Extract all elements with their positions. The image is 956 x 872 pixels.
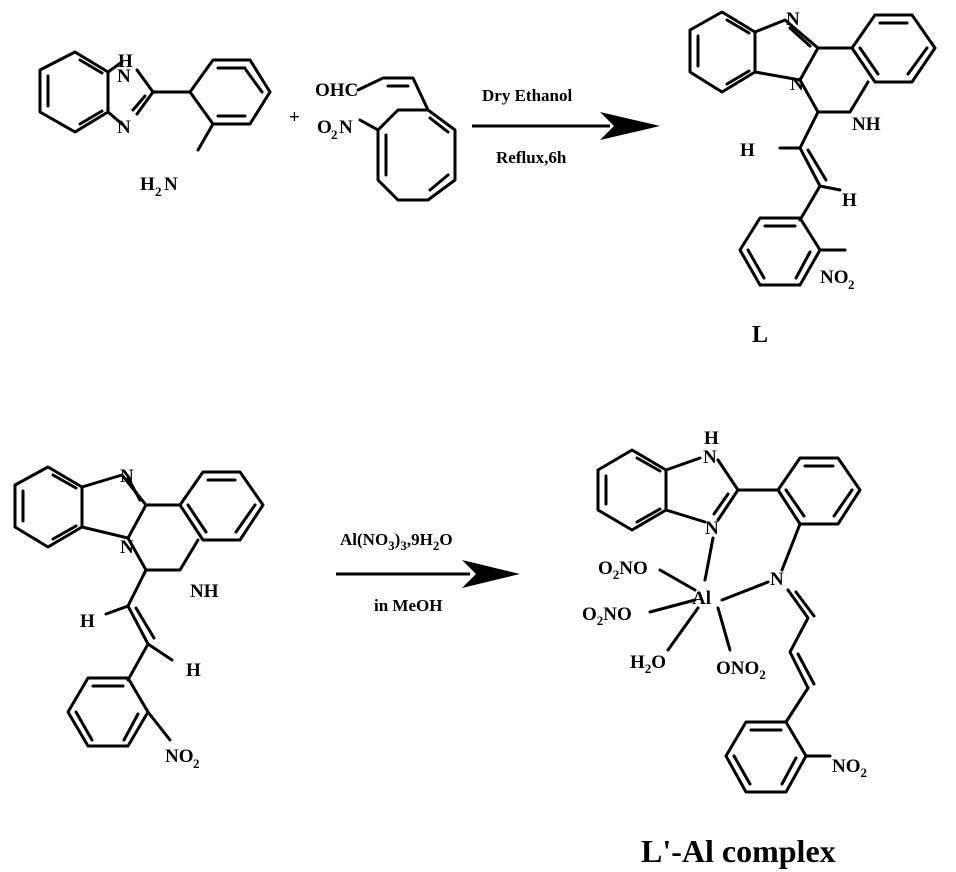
nitro-o-label: O: [317, 117, 332, 138]
product-L-h-right: H: [842, 190, 857, 211]
reactant-L-nh: NH: [190, 581, 219, 602]
complex-ligand-2: O2NO: [582, 604, 632, 628]
nh-n-label: N: [117, 66, 131, 87]
conditions-2-bottom: in MeOH: [374, 596, 442, 615]
amine-subscript: 2: [155, 184, 162, 199]
reactant-L-h-right: H: [186, 660, 201, 681]
conditions-1-bottom: Reflux,6h: [496, 148, 567, 167]
complex-nh-h: H: [704, 428, 719, 449]
reactant-L: N N NH H H NO 2: [13, 465, 265, 771]
complex-metal-al: Al: [692, 588, 711, 609]
reaction-1-arrow: Dry Ethanol Reflux,6h: [472, 86, 660, 167]
reactant-L-n-top: N: [120, 466, 134, 487]
ring-n-label: N: [117, 117, 131, 138]
product-L: N N NH H H NO 2 L: [688, 9, 937, 348]
reactant-L-nitro: NO: [165, 746, 194, 767]
complex-nh-n: N: [703, 447, 717, 468]
complex-ligand-1: O2NO: [598, 558, 648, 582]
reactant-L-n-ring: N: [120, 537, 134, 558]
reactant-aminophenyl-benzimidazole: H N N H 2 N: [38, 50, 272, 199]
nitro-subscript: 2: [331, 127, 338, 142]
complex-nitro: NO2: [832, 756, 867, 780]
product-L-nh: NH: [852, 114, 881, 135]
complex-ligand-water: H2O: [630, 652, 666, 676]
arrow-head-2: [462, 560, 520, 588]
arrow-head-1: [600, 112, 660, 140]
reactant-L-h-left: H: [80, 611, 95, 632]
conditions-1-top: Dry Ethanol: [482, 86, 572, 105]
product-L-nitro-sub: 2: [848, 277, 855, 292]
complex-ligand-4: ONO2: [716, 658, 766, 682]
product-L-n-top: N: [786, 9, 800, 30]
plus-sign: +: [289, 107, 300, 128]
amine-n-label: N: [164, 174, 178, 195]
product-L-nitro: NO: [820, 267, 849, 288]
conditions-2-top: Al(NO3)3,9H2O: [340, 530, 453, 553]
product-L-h-left: H: [740, 140, 755, 161]
reaction-2-arrow: Al(NO3)3,9H2O in MeOH: [336, 530, 520, 615]
aldehyde-label: OHC: [315, 80, 358, 101]
reactant-nitrocinnamaldehyde: OHC O 2 N: [315, 76, 457, 202]
product-al-complex: H N N N Al O2NO O2NO H2O ONO2 NO2 L'-Al …: [582, 428, 867, 869]
nh-h-label: H: [118, 51, 133, 72]
nitro-n-label: N: [339, 117, 353, 138]
complex-ring-n: N: [705, 518, 719, 539]
product-L-label: L: [752, 322, 768, 348]
reactant-L-nitro-sub: 2: [193, 756, 200, 771]
amine-h-label: H: [140, 174, 155, 195]
complex-label: L'-Al complex: [641, 833, 836, 869]
product-L-n-ring: N: [790, 74, 804, 95]
complex-imine-n: N: [770, 569, 784, 590]
